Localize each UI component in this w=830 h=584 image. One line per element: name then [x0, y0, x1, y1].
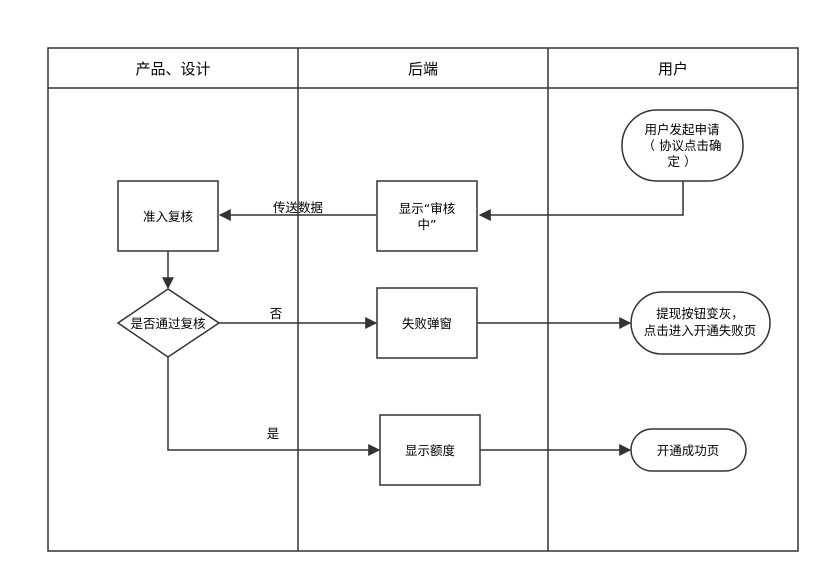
node-show-quota: 显示额度	[379, 414, 481, 486]
node-user-request-line-3: 定 ）	[668, 154, 697, 169]
node-withdraw-gray-line-2: 点击进入开通失败页	[644, 323, 757, 338]
node-withdraw-gray-shape	[630, 291, 771, 355]
node-withdraw-gray: 提现按钮变灰， 点击进入开通失败页	[630, 291, 771, 355]
node-show-reviewing-line-1: 显示“审核	[399, 201, 456, 216]
node-withdraw-gray-line-1: 提现按钮变灰，	[656, 306, 744, 321]
node-open-success: 开通成功页	[630, 428, 747, 472]
edge-request-to-reviewing	[478, 181, 684, 221]
lane-title-backend: 后端	[408, 60, 438, 78]
node-user-request-line-2: （ 协议点击确	[643, 138, 722, 153]
node-admission-review: 准入复核	[117, 180, 219, 252]
edges	[162, 181, 684, 456]
pool-border	[47, 47, 799, 552]
node-fail-popup-shape	[376, 287, 478, 359]
lane-title-product-design: 产品、设计	[135, 60, 210, 78]
node-user-request-line-1: 用户发起申请	[644, 122, 719, 137]
node-show-reviewing-line-2: 中”	[418, 217, 437, 232]
node-show-quota-shape	[379, 414, 481, 486]
lane-title-user: 用户	[658, 60, 688, 78]
node-user-request-shape	[621, 109, 744, 182]
edge-label-transfer-data: 传送数据	[273, 200, 323, 215]
node-admission-review-label: 准入复核	[143, 209, 194, 224]
node-show-reviewing-shape	[376, 180, 478, 252]
node-fail-popup-label: 失败弹窗	[402, 316, 452, 331]
node-show-reviewing: 显示“审核 中”	[376, 180, 478, 252]
edge-label-no: 否	[270, 306, 283, 321]
node-fail-popup: 失败弹窗	[376, 287, 478, 359]
node-pass-check: 是否通过复核	[116, 288, 221, 358]
swimlane-frame	[47, 47, 799, 552]
edge-check-to-quota	[167, 357, 381, 456]
node-open-success-shape	[630, 428, 747, 472]
node-open-success-label: 开通成功页	[657, 443, 720, 458]
node-pass-check-shape	[116, 288, 221, 358]
edge-label-yes: 是	[267, 426, 280, 441]
node-admission-review-shape	[117, 180, 219, 252]
node-user-request: 用户发起申请 （ 协议点击确 定 ）	[621, 109, 744, 182]
node-show-quota-label: 显示额度	[405, 443, 456, 458]
node-pass-check-label: 是否通过复核	[130, 316, 206, 331]
